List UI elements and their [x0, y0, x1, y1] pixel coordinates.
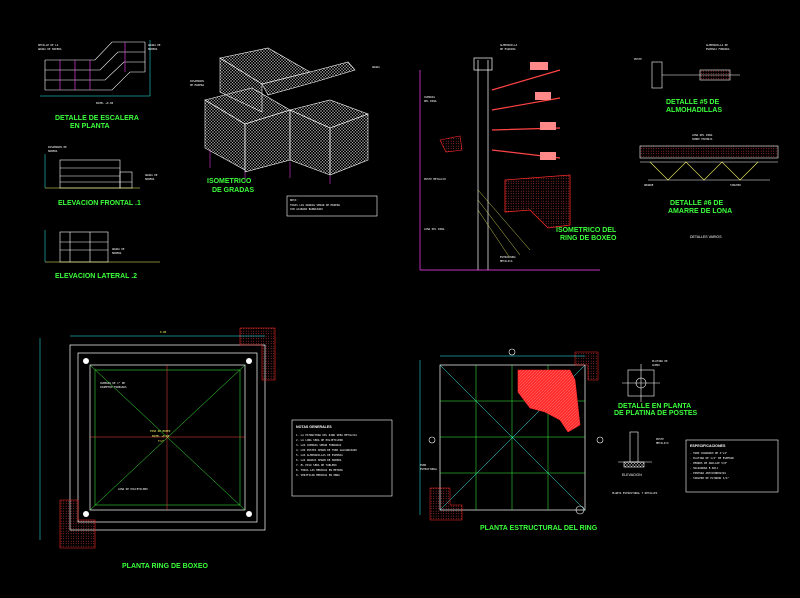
- svg-text:LONA DEL RING: LONA DEL RING: [424, 227, 445, 231]
- planta-estructural-title: PLANTA ESTRUCTURAL DEL RING: [480, 525, 598, 532]
- svg-text:TODAS LAS GRADAS SERAN DE MADE: TODAS LAS GRADAS SERAN DE MADERA: [290, 203, 340, 207]
- planta-ring-boxeo: 6.00 CUERDAS DE 1" DE DIAMETRO FORRADAS …: [39, 327, 276, 570]
- svg-text:GRADA DE MADERA: GRADA DE MADERA: [38, 47, 62, 51]
- svg-text:DEL RING: DEL RING: [424, 99, 437, 103]
- svg-text:NOTA:: NOTA:: [290, 198, 298, 202]
- piso-label-1: PISO DE BOXEO: [150, 429, 171, 433]
- especificaciones-title: ESPECIFICACIONES: [690, 444, 726, 448]
- svg-text:PASAMANOS: PASAMANOS: [190, 79, 204, 83]
- svg-text:TABLERO: TABLERO: [730, 183, 741, 187]
- svg-text:SOBRE ESPONJA: SOBRE ESPONJA: [692, 137, 713, 141]
- svg-text:ALMOHADILLA DE: ALMOHADILLA DE: [706, 43, 728, 47]
- svg-text:- SOLDADURA E-6011: - SOLDADURA E-6011: [690, 466, 719, 470]
- svg-text:8. TODAS LAS MEDIDAS EN METROS: 8. TODAS LAS MEDIDAS EN METROS: [296, 468, 343, 472]
- stair-plan-title-2: EN PLANTA: [70, 123, 110, 130]
- platina-title-2: DE PLATINA DE POSTES: [614, 410, 698, 417]
- isometric-gradas: PASAMANOS DE MADERA GRADA ISOMETRICO DE …: [190, 47, 380, 217]
- platina-title-1: DETALLE EN PLANTA: [618, 403, 691, 410]
- svg-text:POSTE METALICO: POSTE METALICO: [424, 177, 446, 181]
- svg-text:MADERA: MADERA: [48, 149, 58, 153]
- svg-text:AMARRE: AMARRE: [644, 183, 654, 187]
- svg-text:6.00: 6.00: [160, 330, 167, 334]
- side-elevation-detail: GRADA DE MADERA ELEVACION LATERAL .2: [44, 230, 160, 280]
- piso-label-3: T=2": [158, 439, 165, 443]
- notas-generales-title: NOTAS GENERALES: [296, 425, 332, 429]
- svg-text:POSTE: POSTE: [656, 437, 664, 441]
- svg-text:- TABLERO DE PLYWOOD 3/4": - TABLERO DE PLYWOOD 3/4": [690, 476, 729, 480]
- svg-text:LONA DEL RING: LONA DEL RING: [692, 133, 713, 137]
- detail-almohadillas: ALMOHADILLA DE ESPONJA FORRADA POSTE DET…: [634, 43, 740, 114]
- planta-ring-title: PLANTA RING DE BOXEO: [122, 563, 209, 570]
- svg-text:MADERA: MADERA: [145, 177, 155, 181]
- front-elevation-title: ELEVACION FRONTAL .1: [58, 200, 141, 207]
- svg-text:6. LAS GRADAS SERAN DE MADERA: 6. LAS GRADAS SERAN DE MADERA: [296, 458, 342, 462]
- svg-text:ACERO: ACERO: [652, 363, 660, 367]
- svg-text:GRADA DE: GRADA DE: [148, 43, 161, 47]
- piso-label-2: NIVEL +0.60: [152, 434, 170, 438]
- svg-text:1. LA ESTRUCTURA DEL RING SERA: 1. LA ESTRUCTURA DEL RING SERA METALICA: [296, 433, 357, 437]
- svg-text:NIVEL +0.00: NIVEL +0.00: [96, 101, 114, 105]
- side-elevation-title: ELEVACION LATERAL .2: [55, 273, 137, 280]
- svg-text:DETALLE DE LA: DETALLE DE LA: [38, 43, 59, 47]
- svg-text:ESPONJA FORRADA: ESPONJA FORRADA: [706, 47, 730, 51]
- detail-amarre-lona: LONA DEL RING SOBRE ESPONJA AMARRE TABLE…: [639, 133, 779, 239]
- svg-text:CUERDAS DE 1" DE: CUERDAS DE 1" DE: [100, 381, 125, 385]
- svg-text:ESTRUCTURAL: ESTRUCTURAL: [420, 467, 438, 471]
- svg-text:GRADA DE: GRADA DE: [112, 247, 125, 251]
- svg-text:CUERDAS: CUERDAS: [424, 95, 435, 99]
- svg-text:4. LOS POSTES SERAN DE TUBO GA: 4. LOS POSTES SERAN DE TUBO GALVANIZADO: [296, 448, 357, 452]
- stair-plan-detail: DETALLE DE LA GRADA DE MADERA GRADA DE M…: [38, 40, 161, 130]
- svg-text:ALMOHADILLA: ALMOHADILLA: [500, 43, 518, 47]
- svg-text:MADERA: MADERA: [112, 251, 122, 255]
- detalles-varios: DETALLES VARIOS: [690, 235, 722, 239]
- svg-text:MADERA: MADERA: [148, 47, 158, 51]
- svg-text:DE MADERA: DE MADERA: [190, 83, 204, 87]
- svg-text:POSTE: POSTE: [634, 57, 642, 61]
- iso-gradas-title-2: DE GRADAS: [212, 187, 254, 194]
- svg-text:5. LAS ALMOHADILLAS DE ESPONJA: 5. LAS ALMOHADILLAS DE ESPONJA: [296, 453, 343, 457]
- svg-text:ESTRUCTURA: ESTRUCTURA: [500, 255, 516, 259]
- svg-text:PASAMANOS DE: PASAMANOS DE: [48, 145, 67, 149]
- svg-text:- PINTURA ANTICORROSIVA: - PINTURA ANTICORROSIVA: [690, 471, 726, 475]
- svg-text:2. LA LONA SERA DE POLIETILENO: 2. LA LONA SERA DE POLIETILENO: [296, 438, 343, 442]
- svg-text:DIAMETRO FORRADAS: DIAMETRO FORRADAS: [100, 385, 127, 389]
- elevacion-title: ELEVACION: [622, 473, 642, 477]
- svg-text:- PERNOS DE ANCLAJE 5/8": - PERNOS DE ANCLAJE 5/8": [690, 461, 728, 465]
- especificaciones-box: ESPECIFICACIONES - TUBO CUADRADO DE 4"x4…: [612, 439, 779, 495]
- svg-text:- PLATINA DE 1/4" DE ESPESOR: - PLATINA DE 1/4" DE ESPESOR: [690, 456, 734, 460]
- notas-generales-box: NOTAS GENERALES 1. LA ESTRUCTURA DEL RIN…: [291, 419, 393, 497]
- svg-text:- TUBO CUADRADO DE 4"x4": - TUBO CUADRADO DE 4"x4": [690, 451, 728, 455]
- amarre-title-2: AMARRE DE LONA: [668, 208, 732, 215]
- iso-ring-title-1: ISOMETRICO DEL: [556, 227, 617, 234]
- svg-text:3. LAS CUERDAS SERAN FORRADAS: 3. LAS CUERDAS SERAN FORRADAS: [296, 443, 342, 447]
- svg-text:PLANTA ESTRUCTURAL Y DETALLES: PLANTA ESTRUCTURAL Y DETALLES: [612, 491, 658, 495]
- svg-text:CON ACABADO BARNIZADO: CON ACABADO BARNIZADO: [290, 207, 323, 211]
- svg-text:GRADA DE: GRADA DE: [145, 173, 158, 177]
- detalle-platina-postes: PLATINA DE ACERO DETALLE EN PLANTA DE PL…: [614, 359, 698, 477]
- svg-text:7. EL PISO SERA DE TABLERO: 7. EL PISO SERA DE TABLERO: [296, 463, 337, 467]
- iso-gradas-title-1: ISOMETRICO: [207, 178, 252, 185]
- isometric-ring-detail: ALMOHADILLA DE ESQUINA CUERDAS DEL RING …: [419, 43, 617, 271]
- planta-estructural-ring: TUBO ESTRUCTURAL PLANTA ESTRUCTURAL DEL …: [419, 348, 604, 532]
- svg-text:DE ESQUINA: DE ESQUINA: [500, 47, 516, 51]
- iso-ring-title-2: RING DE BOXEO: [560, 235, 617, 242]
- almohadilla-title-1: DETALLE #5 DE: [666, 99, 719, 106]
- svg-text:9. VERIFICAR MEDIDAS EN OBRA: 9. VERIFICAR MEDIDAS EN OBRA: [296, 473, 340, 477]
- svg-text:LONA DE POLIETILENO: LONA DE POLIETILENO: [118, 487, 148, 491]
- svg-text:METALICA: METALICA: [500, 259, 513, 263]
- amarre-title-1: DETALLE #6 DE: [670, 200, 723, 207]
- svg-text:GRADA: GRADA: [372, 65, 380, 69]
- almohadilla-title-2: ALMOHADILLAS: [666, 107, 722, 114]
- svg-text:TUBO: TUBO: [420, 463, 427, 467]
- front-elevation-detail: PASAMANOS DE MADERA GRADA DE MADERA ELEV…: [44, 145, 158, 207]
- stair-plan-title-1: DETALLE DE ESCALERA: [55, 115, 139, 122]
- svg-text:METALICO: METALICO: [656, 441, 669, 445]
- svg-text:PLATINA DE: PLATINA DE: [652, 359, 668, 363]
